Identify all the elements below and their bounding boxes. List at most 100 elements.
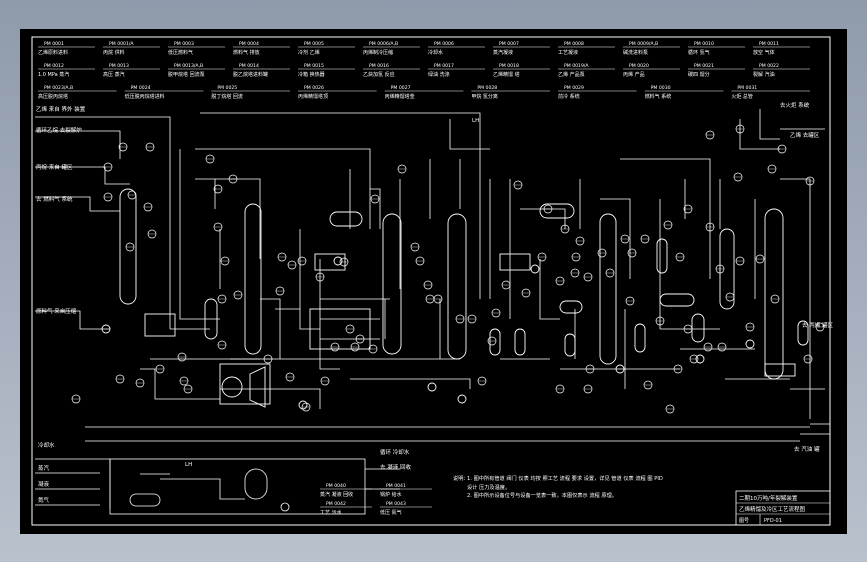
vessel-7 bbox=[634, 323, 646, 353]
equipment bbox=[101, 188, 809, 410]
reflux-drum-1 bbox=[329, 211, 363, 227]
column-deethanizer bbox=[244, 203, 262, 355]
sub-inlet-label-2: 蒸汽 bbox=[38, 464, 50, 472]
legend-tag: PM 0017 bbox=[434, 63, 454, 69]
sub-outlet-label-2: 去 凝液 回收 bbox=[380, 463, 411, 471]
legend-name: 裂解 汽油 bbox=[753, 71, 775, 78]
title-line-1: 二期10万吨/年裂解装置 bbox=[739, 494, 798, 502]
column-demethanizer bbox=[119, 188, 137, 305]
compressor-driver bbox=[221, 376, 243, 398]
legend-name: 丙烯精馏塔顶 bbox=[298, 93, 328, 100]
bottom-tag: PM 0043 bbox=[386, 501, 406, 507]
outlet-label-1: 去火炬 系统 bbox=[780, 101, 810, 109]
cold-box bbox=[144, 313, 176, 337]
legend-tag: PM 0005 bbox=[304, 41, 324, 47]
title-line-2: 乙烯精馏及冷区工艺流程图 bbox=[739, 505, 806, 513]
legend-name: 工艺凝液 bbox=[558, 49, 578, 56]
reflux-drum-2 bbox=[539, 203, 575, 219]
legend-tag: PM 0029 bbox=[564, 85, 584, 91]
reflux-drum-3 bbox=[659, 293, 695, 307]
bottom-tag-name: 蒸汽 凝液 回收 bbox=[320, 491, 353, 498]
title-block: 二期10万吨/年裂解装置 乙烯精馏及冷区工艺流程图 图号 PFD-01 bbox=[735, 490, 831, 526]
legend-tag: PM 0014 bbox=[239, 63, 259, 69]
legend-tag: PM 0022 bbox=[759, 63, 779, 69]
legend-tag: PM 0026 bbox=[304, 85, 324, 91]
instrument-bubbles bbox=[71, 124, 825, 414]
legend-tag: PM 0003 bbox=[174, 41, 194, 47]
legend-name: 冷箱 换热器 bbox=[298, 71, 325, 78]
sub-inlet-label-4: 氮气 bbox=[38, 496, 50, 504]
legend-name: 火炬 总管 bbox=[731, 93, 753, 100]
legend-name: 丙烯 产品 bbox=[623, 71, 645, 78]
legend-name: 碳四 馏分 bbox=[688, 71, 710, 78]
legend-tag: PM 0023/A,B bbox=[44, 85, 73, 91]
notes-heading: 说明： bbox=[453, 474, 469, 482]
stream-labels: 乙烯 来自 界外 装置 循环乙烷 去裂解炉 丙烷 来自 罐区 去 燃料气 系统 … bbox=[36, 101, 833, 468]
title-field-value: PFD-01 bbox=[764, 518, 782, 524]
legend-tag: PM 0001/A bbox=[109, 41, 134, 47]
legend-tag: PM 0028 bbox=[477, 85, 497, 91]
legend-name: 冷却水 bbox=[428, 49, 443, 56]
inlet-label-3: 丙烷 来自 罐区 bbox=[36, 163, 73, 171]
exchanger-4 bbox=[499, 253, 531, 271]
utility-exchanger bbox=[129, 493, 161, 507]
legend-tag: PM 0006/A,B bbox=[369, 41, 398, 47]
column-c2-splitter bbox=[382, 213, 402, 355]
legend-name: 绿油 洗涤 bbox=[428, 71, 450, 78]
legend-tag: PM 0007 bbox=[499, 41, 519, 47]
legend-tag: PM 0012 bbox=[44, 63, 64, 69]
legend-name: 乙烯原料进料 bbox=[38, 49, 68, 56]
inlet-label-1: 乙烯 来自 界外 装置 bbox=[36, 105, 86, 113]
legend-tag: PM 0025 bbox=[217, 85, 237, 91]
legend-name: 高压 蒸汽 bbox=[103, 71, 125, 78]
notes-line-2: 设计 压力及温度。 bbox=[467, 483, 510, 491]
process-lines bbox=[35, 109, 830, 442]
outlet-label-2: 乙烯 去罐区 bbox=[790, 131, 820, 139]
bottom-tag: PM 0040 bbox=[326, 483, 346, 489]
utility-subsystem bbox=[35, 458, 400, 515]
legend-tag: PM 0015 bbox=[304, 63, 324, 69]
legend-tag: PM 0024 bbox=[131, 85, 151, 91]
bottom-tag-name: 低压 氮气 bbox=[380, 509, 402, 516]
vessel-1 bbox=[204, 298, 218, 340]
outlet-label-4: 去 汽油 罐 bbox=[794, 445, 820, 453]
vessel-2 bbox=[691, 313, 705, 343]
legend-name: 甲烷 氢分离 bbox=[471, 93, 498, 100]
title-field-label: 图号 bbox=[739, 518, 749, 524]
legend-name: 丙烷 供料 bbox=[103, 49, 125, 56]
legend-tag: PM 0013 bbox=[109, 63, 129, 69]
vessel-3 bbox=[656, 238, 668, 274]
legend-name: 低压燃料气 bbox=[168, 49, 193, 56]
notes: 说明： 1. 图中所有管道 阀门 仪表 均按 照工艺 流程 要求 设置，详见 管… bbox=[453, 474, 663, 499]
legend-name: 丙烯精馏塔釜 bbox=[385, 93, 415, 100]
legend-name: 脱丁烷塔 回流 bbox=[211, 93, 243, 100]
inlet-label-5: 原料气 来自压缩 bbox=[36, 307, 77, 315]
legend-name: 乙炔加氢 反应 bbox=[363, 71, 395, 78]
bottom-tag-name: 锅炉 给水 bbox=[380, 491, 402, 498]
legend-tag: PM 0027 bbox=[391, 85, 411, 91]
legend-name: 丙烯制冷压缩 bbox=[363, 49, 393, 56]
legend-name: 低压脱丙烷塔进料 bbox=[125, 93, 165, 100]
legend-tag: PM 0013/A,B bbox=[174, 63, 203, 69]
legend-tag: PM 0011 bbox=[759, 41, 779, 47]
legend-name: 脱甲烷塔 回流泵 bbox=[168, 71, 205, 78]
legend-name: 放空 气体 bbox=[753, 49, 775, 56]
legend-name: 脱乙烷塔进料罐 bbox=[233, 71, 268, 78]
legend-name: 循环 氢气 bbox=[688, 49, 710, 56]
legend-name: 乙烯 产品泵 bbox=[558, 71, 585, 78]
legend-name: 燃料气 系统 bbox=[645, 93, 672, 100]
exchanger-2 bbox=[219, 363, 271, 405]
legend-name: 燃料气 排放 bbox=[233, 49, 260, 56]
legend-tag: PM 0004 bbox=[239, 41, 259, 47]
notes-line-1: 1. 图中所有管道 阀门 仪表 均按 照工艺 流程 要求 设置，详见 管道 仪表… bbox=[467, 474, 663, 482]
exchanger-5 bbox=[764, 363, 796, 377]
bottom-tag: PM 0041 bbox=[386, 483, 406, 489]
lh-label-mid: LH bbox=[185, 462, 192, 468]
legend-name: 蒸汽凝液 bbox=[493, 49, 513, 56]
vessel-8 bbox=[564, 333, 576, 357]
legend-tag: PM 0018 bbox=[499, 63, 519, 69]
column-depropanizer bbox=[447, 213, 467, 360]
column-debutanizer bbox=[764, 208, 784, 380]
